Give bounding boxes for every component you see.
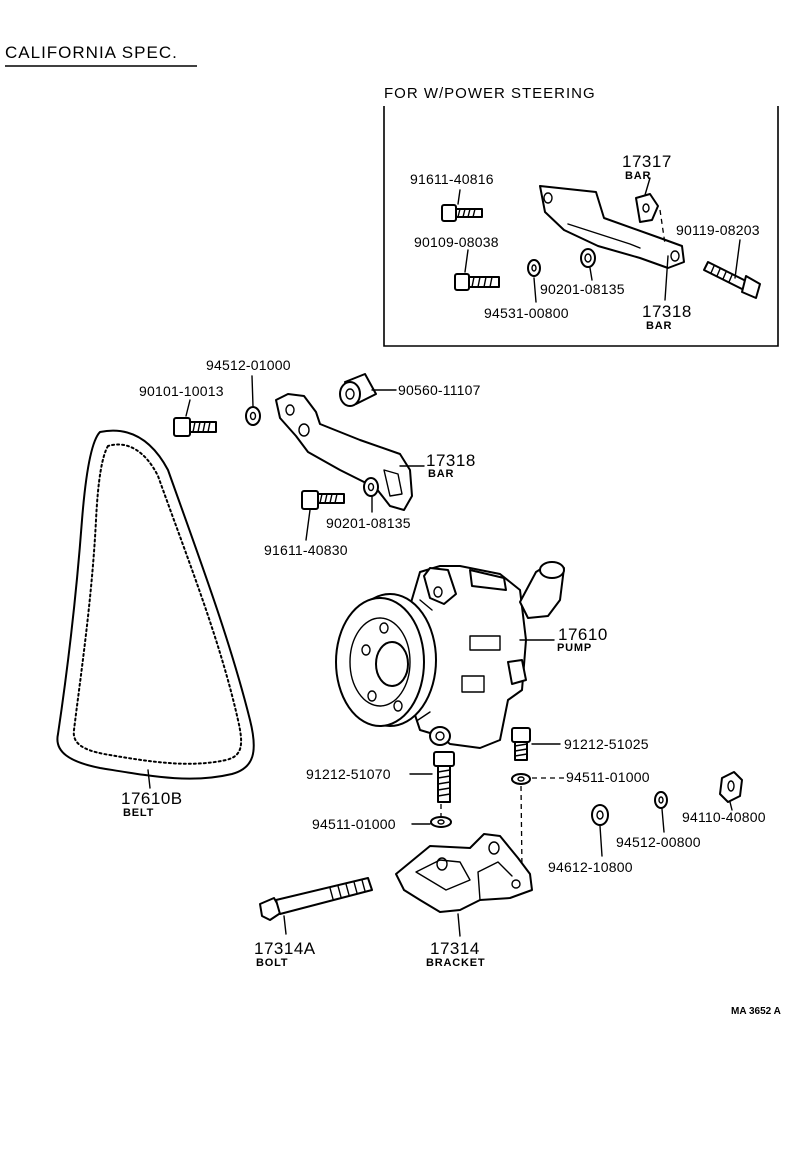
label-90119-08203: 90119-08203	[676, 222, 760, 238]
inset-frame	[383, 106, 779, 347]
bolt-17314a	[259, 877, 373, 921]
label-94612-10800: 94612-10800	[548, 859, 633, 875]
label-inset-17318: 17318	[642, 302, 692, 321]
bar-17318	[275, 393, 413, 511]
label-17314a: 17314A	[254, 939, 316, 958]
inset-bolt-90119-08203	[703, 261, 761, 299]
bolt-91212-51070	[433, 751, 455, 803]
inset-title: FOR W/POWER STEERING	[384, 85, 596, 102]
label-17317-name: BAR	[625, 170, 652, 182]
label-17610b-name: BELT	[123, 807, 155, 819]
label-inset-90201-08135: 90201-08135	[540, 281, 625, 297]
figure-reference: MA 3652 A	[731, 1006, 781, 1017]
washer-94511-01000-right	[511, 773, 531, 785]
inset-bar-17317	[539, 185, 685, 269]
label-17314: 17314	[430, 939, 480, 958]
label-inset-17318-name: BAR	[646, 320, 673, 332]
label-17318: 17318	[426, 451, 476, 470]
label-94512-01000: 94512-01000	[206, 357, 291, 373]
label-90201-08135: 90201-08135	[326, 515, 411, 531]
label-94531-00800: 94531-00800	[484, 305, 569, 321]
label-94110-40800: 94110-40800	[682, 809, 766, 825]
washer-94512-01000	[245, 406, 261, 426]
label-90101-10013: 90101-10013	[139, 383, 224, 399]
label-17318-name: BAR	[428, 468, 455, 480]
label-94511-01000-right: 94511-01000	[566, 769, 650, 785]
bracket-17314	[395, 833, 533, 913]
label-90109-08038: 90109-08038	[414, 234, 499, 250]
washer-94612-10800	[591, 804, 609, 826]
pump-17610	[335, 561, 565, 749]
label-94512-00800: 94512-00800	[616, 834, 701, 850]
washer-94512-00800	[654, 791, 668, 809]
label-91212-51025: 91212-51025	[564, 736, 649, 752]
bolt-91212-51025	[511, 727, 531, 761]
washer-94511-01000-left	[430, 816, 452, 828]
washer-90201-08135	[363, 477, 379, 497]
label-91611-40816: 91611-40816	[410, 171, 494, 187]
inset-washer-90201-08135	[580, 248, 596, 268]
label-17314a-name: BOLT	[256, 957, 289, 969]
label-91212-51070: 91212-51070	[306, 766, 391, 782]
inset-washer-94531-00800	[527, 259, 541, 277]
bolt-90101-10013	[173, 417, 217, 437]
inset-bolt-91611-40816	[441, 204, 483, 222]
label-17317: 17317	[622, 152, 672, 171]
inset-bolt-90109-08038	[454, 273, 500, 291]
label-17610-name: PUMP	[557, 642, 592, 654]
label-94511-01000-left: 94511-01000	[312, 816, 396, 832]
collar-90560-11107	[339, 373, 377, 407]
label-17314-name: BRACKET	[426, 957, 486, 969]
belt-17610b	[56, 429, 255, 780]
bolt-91611-40830	[301, 490, 345, 510]
label-91611-40830: 91611-40830	[264, 542, 348, 558]
nut-94110-40800	[719, 771, 743, 803]
label-17610: 17610	[558, 625, 608, 644]
label-90560-11107: 90560-11107	[398, 382, 481, 398]
label-17610b: 17610B	[121, 789, 183, 808]
page-title: CALIFORNIA SPEC.	[5, 43, 178, 62]
